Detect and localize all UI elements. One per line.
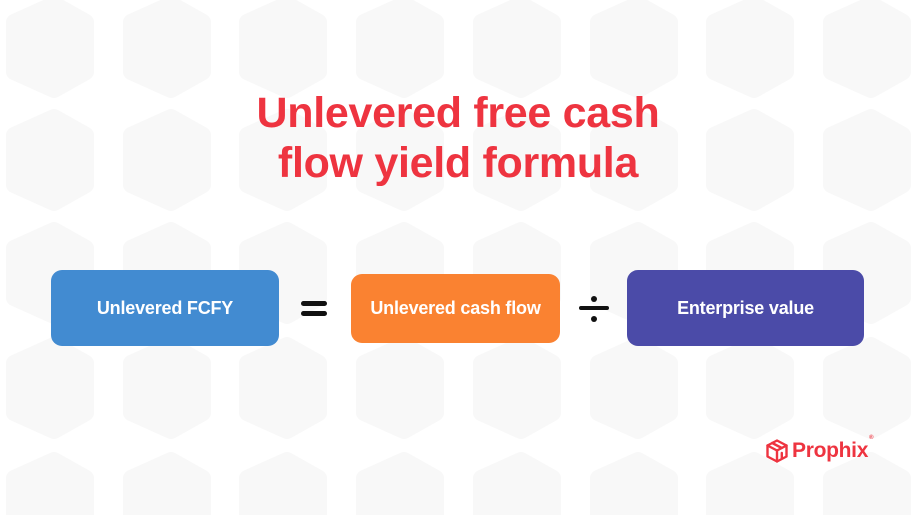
unlevered-cash-flow-label: Unlevered cash flow <box>370 298 541 318</box>
enterprise-value-label: Enterprise value <box>677 297 814 318</box>
unlevered-cash-flow-box: Unlevered cash flow <box>351 274 560 343</box>
equals-icon <box>301 300 327 318</box>
unlevered-fcfy-box: Unlevered FCFY <box>51 270 279 346</box>
logo-text: Prophix® <box>792 435 874 462</box>
enterprise-value-box: Enterprise value <box>627 270 864 346</box>
title-line-1: Unlevered free cash <box>256 89 660 137</box>
prophix-cube-icon <box>766 439 788 463</box>
divide-icon <box>579 296 609 322</box>
title-line-2: flow yield formula <box>277 139 639 187</box>
page-title: Unlevered free cash flow yield formula <box>0 88 916 188</box>
unlevered-fcfy-label: Unlevered FCFY <box>96 297 234 318</box>
prophix-logo: Prophix® <box>766 435 874 463</box>
registered-mark: ® <box>869 435 874 441</box>
